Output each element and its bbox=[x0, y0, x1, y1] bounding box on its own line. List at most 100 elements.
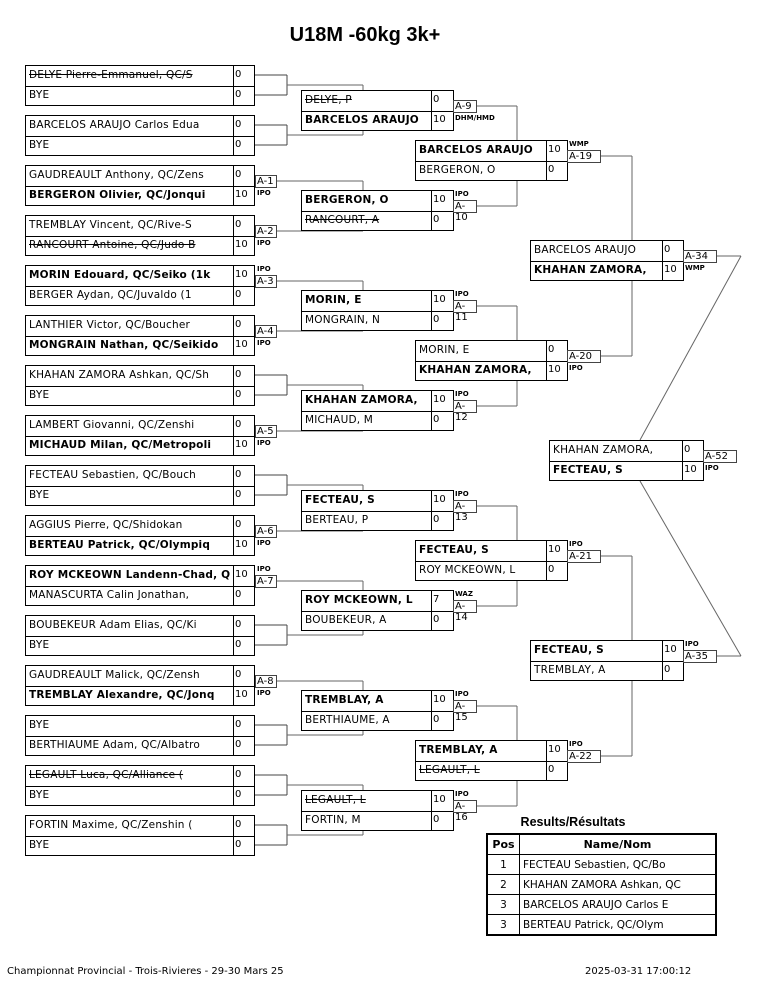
competitor-row[interactable]: KHAHAN ZAMORA,10 bbox=[416, 361, 567, 381]
competitor-name: TREMBLAY Alexandre, QC/Jonq bbox=[29, 689, 215, 701]
competitor-name: LEGAULT Luca, QC/Alliance ( bbox=[29, 769, 184, 781]
competitor-score: 10 bbox=[662, 641, 683, 661]
competitor-name: MONGRAIN, N bbox=[305, 314, 381, 326]
competitor-name: BERTHIAUME Adam, QC/Albatro bbox=[29, 739, 201, 751]
competitor-row[interactable]: MANASCURTA Calin Jonathan,0 bbox=[26, 586, 254, 606]
competitor-name: BYE bbox=[29, 639, 50, 651]
competitor-row[interactable]: KHAHAN ZAMORA,10 bbox=[302, 391, 453, 412]
competitor-row[interactable]: KHAHAN ZAMORA,0 bbox=[550, 441, 703, 462]
competitor-row[interactable]: LEGAULT Luca, QC/Alliance (0 bbox=[26, 766, 254, 787]
competitor-row[interactable]: FORTIN Maxime, QC/Zenshin (0 bbox=[26, 816, 254, 837]
competitor-row[interactable]: KHAHAN ZAMORA,10 bbox=[531, 261, 683, 281]
match-result-note: IPO bbox=[455, 190, 469, 198]
